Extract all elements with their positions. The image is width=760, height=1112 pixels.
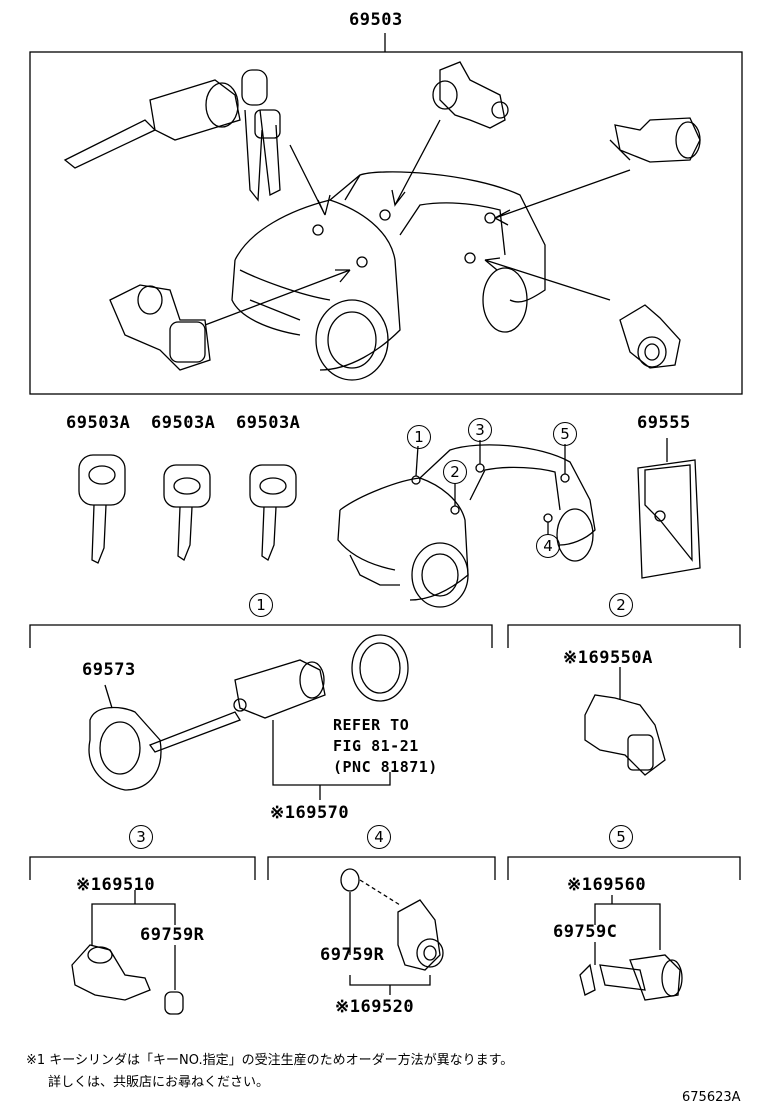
- label-door-cylinder-3: ※169510: [76, 875, 156, 895]
- label-rod-4: 69759R: [320, 945, 385, 965]
- key-1-drawing: [78, 454, 126, 564]
- location-marker-4: 4: [536, 534, 560, 558]
- group5-drawings: [579, 895, 683, 1001]
- refer-line-1: REFER TO: [333, 716, 410, 734]
- label-top-assembly: 69503: [349, 10, 403, 30]
- catalog-id: 675623A: [682, 1090, 741, 1105]
- label-key-plate: 69555: [637, 413, 691, 433]
- group3-bracket: [29, 856, 256, 880]
- group2-marker: 2: [609, 593, 633, 617]
- group1-bracket: [29, 624, 493, 648]
- footnote-line-1: ※1 キーシリンダは「キーNO.指定」の受注生産のためオーダー方法が異なります。: [26, 1053, 514, 1068]
- group3-drawings: [71, 890, 184, 1015]
- location-marker-3: 3: [468, 418, 492, 442]
- top-assembly-frame: [29, 51, 743, 395]
- label-rod-5: 69759C: [553, 922, 618, 942]
- label-steering-lock: ※169550A: [563, 648, 653, 668]
- label-back-door-cylinder: ※169560: [567, 875, 647, 895]
- key-plate-drawing: [637, 438, 701, 579]
- location-marker-5: 5: [553, 422, 577, 446]
- top-ignition-cylinder-drawing: [63, 69, 281, 202]
- group1-marker: 1: [249, 593, 273, 617]
- location-car-drawing: [337, 440, 596, 608]
- key-2-drawing: [163, 464, 211, 561]
- refer-line-3: (PNC 81871): [333, 758, 438, 776]
- key-3-drawing: [249, 464, 297, 561]
- label-ignition-cylinder: ※169570: [270, 803, 350, 823]
- group4-bracket: [267, 856, 496, 880]
- location-marker-1: 1: [407, 425, 431, 449]
- top-car-drawing: [204, 119, 631, 381]
- group1-drawings: [88, 634, 409, 800]
- label-door-cylinder-4: ※169520: [335, 997, 415, 1017]
- group3-marker: 3: [129, 825, 153, 849]
- location-marker-2: 2: [443, 460, 467, 484]
- refer-note: REFER TO FIG 81-21 (PNC 81871): [333, 715, 438, 778]
- top-steering-lock-drawing: [109, 284, 211, 371]
- group2-bracket: [507, 624, 741, 648]
- label-rod-3: 69759R: [140, 925, 205, 945]
- label-retainer: 69573: [82, 660, 136, 680]
- group4-drawings: [340, 868, 444, 995]
- top-back-door-lock-drawing: [614, 117, 701, 163]
- top-door-lock-drawing: [432, 61, 509, 129]
- group2-drawings: [584, 667, 666, 776]
- group4-marker: 4: [367, 825, 391, 849]
- group5-bracket: [507, 856, 741, 880]
- label-key-1: 69503A: [66, 413, 131, 433]
- group5-marker: 5: [609, 825, 633, 849]
- label-key-2: 69503A: [151, 413, 216, 433]
- refer-line-2: FIG 81-21: [333, 737, 419, 755]
- top-door-cylinder-drawing: [619, 304, 681, 369]
- footnote-line-2: 詳しくは、共販店にお尋ねください。: [48, 1075, 270, 1090]
- label-key-3: 69503A: [236, 413, 301, 433]
